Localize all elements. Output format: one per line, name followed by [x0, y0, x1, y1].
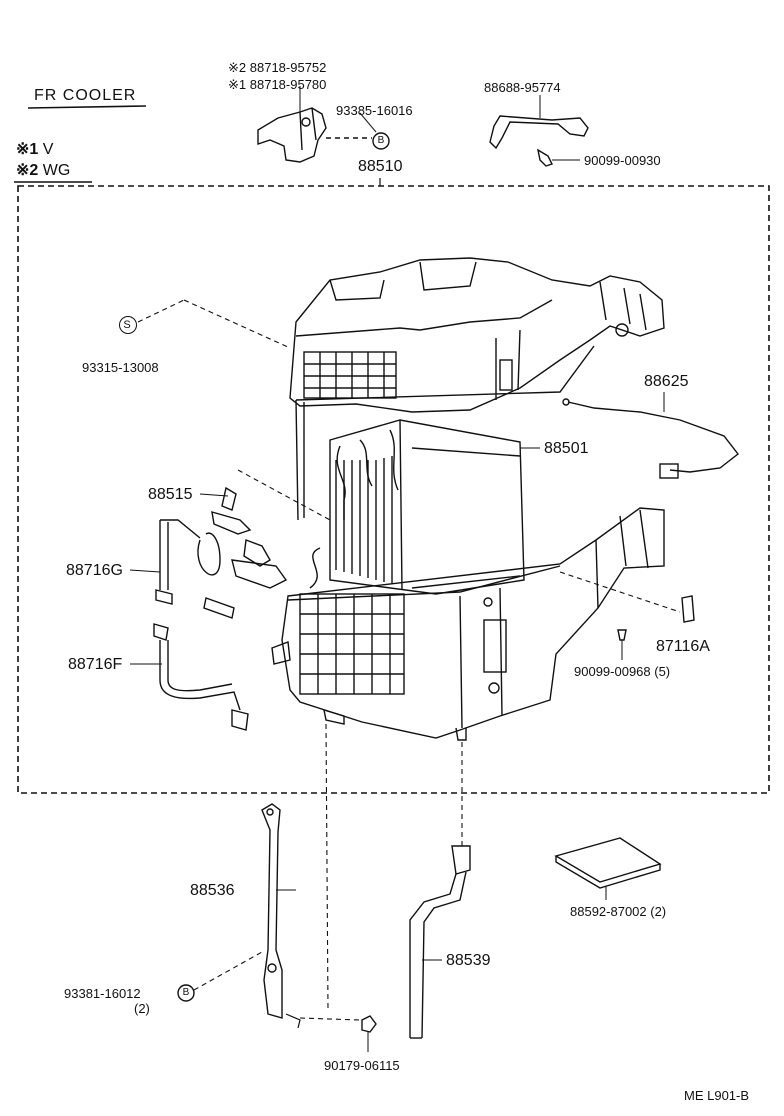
tube-88716f: [153, 623, 249, 731]
part-label-screw-right: 90099-00968 (5): [574, 664, 671, 679]
thermistor-wire: [562, 398, 739, 479]
expansion-valve: [197, 486, 288, 619]
filter-pad: [554, 837, 662, 900]
part-label-drain-hose: 88539: [446, 952, 491, 969]
part-label-bolt-bottom: 93381-16012: [64, 986, 141, 1001]
b-callout-bottom: [177, 984, 195, 1002]
legend-text-2: WG: [42, 162, 71, 179]
cooler-unit: [271, 257, 665, 741]
legend-mark-2: ※2: [16, 162, 39, 179]
part-label-bolt-top: 93385-16016: [336, 103, 413, 118]
part-label-filter: 88592-87002 (2): [570, 904, 667, 919]
part-label-nut-bottom: 90179-06115: [324, 1058, 400, 1073]
part-label-tube-f: 88716F: [68, 656, 123, 673]
tube-88716g: [155, 519, 201, 605]
clamp-2-mark: ※2: [228, 60, 247, 75]
nut-bottom: [361, 1015, 377, 1052]
part-label-bracket-top: 88688-95774: [484, 80, 561, 95]
page-title: FR COOLER: [34, 87, 137, 104]
stay-88536: [261, 803, 296, 1019]
assembly-boundary: [17, 185, 770, 794]
clamp-2-number: 88718-95752: [249, 60, 327, 75]
legend-item-1: ※1 V: [16, 141, 53, 159]
bracket-part: [489, 95, 589, 150]
legend-item-2: ※2 WG: [16, 162, 70, 180]
clamp-1-mark: ※1: [228, 77, 247, 92]
part-label-clamp-1: ※1 88718-95780: [228, 77, 326, 92]
b-callout-top: [372, 132, 390, 150]
s-callout-circle: [119, 316, 137, 334]
part-label-clamp-2: ※2 88718-95752: [228, 60, 326, 75]
part-label-bracket-right: 87116A: [656, 638, 710, 655]
part-label-unit-assy: 88510: [358, 158, 403, 175]
part-label-valve: 88515: [148, 486, 193, 503]
part-label-s-ref: 93315-13008: [82, 360, 159, 375]
footer-code: ME L901-B: [684, 1088, 750, 1103]
drain-hose: [409, 845, 471, 1039]
bracket-87116a: [681, 595, 695, 623]
legend-text-1: V: [42, 141, 54, 158]
clamp-1-number: 88718-95780: [249, 77, 327, 92]
screw-part-top: [537, 148, 580, 167]
screw-right: [617, 629, 627, 660]
part-label-thermistor: 88625: [644, 373, 689, 390]
part-label-evaporator: 88501: [544, 440, 589, 457]
clamp-part: [257, 86, 327, 163]
part-label-screw-top: 90099-00930: [584, 153, 661, 168]
b-callout-top-text: B: [377, 135, 385, 146]
part-label-stay: 88536: [190, 882, 235, 899]
legend-mark-1: ※1: [16, 141, 39, 158]
part-label-tube-g: 88716G: [66, 562, 123, 579]
b-callout-bottom-text: B: [182, 987, 190, 998]
part-label-bolt-bottom-qty: (2): [134, 1001, 150, 1016]
